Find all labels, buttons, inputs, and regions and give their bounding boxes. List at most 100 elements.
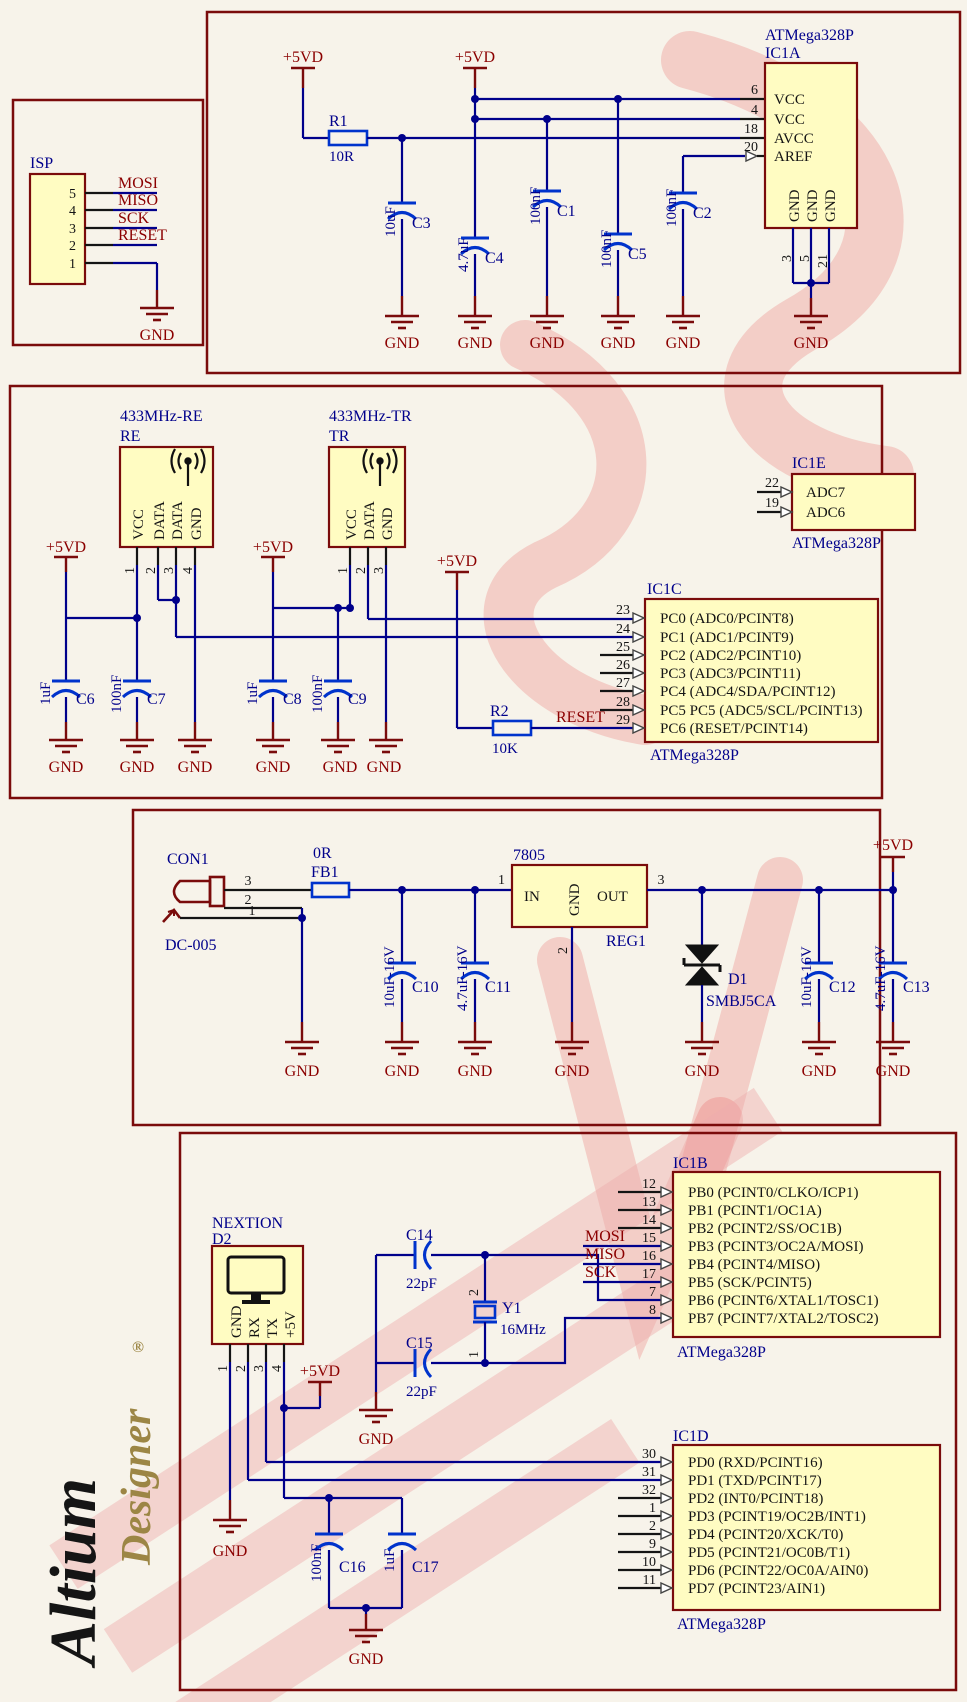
gnd-label: GND — [349, 1651, 384, 1668]
io-section: NEXTION D2 GND RX TX +5V 1 2 3 4 GND +5V… — [210, 1155, 942, 1668]
fb1-ref: FB1 — [311, 864, 339, 881]
pin-number: 15 — [642, 1231, 656, 1246]
tvs-diode-d1 — [682, 944, 722, 986]
pin-name: PC6 (RESET/PCINT14) — [660, 721, 808, 737]
pin-name: PC5 PC5 (ADC5/SCL/PCINT13) — [660, 703, 863, 719]
pin-number: 3 — [780, 255, 795, 262]
reg-body — [510, 863, 649, 929]
pin-name: TX — [265, 1318, 281, 1338]
isp-section-border — [11, 98, 205, 347]
net-label-miso: MISO — [585, 1246, 625, 1263]
c1-value: 100nF — [528, 187, 544, 225]
pin-name: OUT — [597, 889, 628, 905]
pin-number: 1 — [216, 1365, 231, 1372]
ic1c-part: ATMega328P — [650, 747, 739, 764]
pin-name: PC2 (ADC2/PCINT10) — [660, 648, 801, 664]
isp-pin-number: 2 — [69, 239, 76, 254]
pin-number: 13 — [642, 1195, 656, 1210]
antenna-icon — [170, 448, 206, 486]
power-net-label: +5VD — [437, 553, 477, 570]
pin-number: 18 — [744, 122, 758, 137]
pin-number: 8 — [649, 1303, 656, 1318]
tr-title: 433MHz-TR — [329, 408, 412, 425]
pin-name: PC4 (ADC4/SDA/PCINT12) — [660, 684, 835, 700]
ic1b-body — [671, 1170, 942, 1339]
gnd-label: GND — [323, 759, 358, 776]
crystal-y1 — [473, 1255, 497, 1363]
c15-value: 22pF — [406, 1384, 437, 1400]
c4-ref: C4 — [485, 250, 504, 267]
pin-name: GND — [805, 189, 821, 222]
c10-ref: C10 — [412, 979, 439, 996]
pin-name: PD5 (PCINT21/OC0B/T1) — [688, 1545, 850, 1561]
pin-number: 9 — [649, 1537, 656, 1552]
ic1d-body — [671, 1443, 942, 1612]
pin-number: 16 — [642, 1249, 656, 1264]
gnd-label: GND — [120, 759, 155, 776]
pin-number: 2 — [245, 893, 252, 908]
mcu-power-section-border — [205, 10, 962, 375]
pin-name: PD0 (RXD/PCINT16) — [688, 1455, 823, 1471]
pin-name: PB4 (PCINT4/MISO) — [688, 1257, 820, 1273]
dc-jack-icon — [162, 875, 226, 923]
c9-value: 100nF — [310, 675, 326, 713]
pin-name: GND — [823, 189, 839, 222]
ic1b-part: ATMega328P — [677, 1344, 766, 1361]
c14-ref: C14 — [406, 1227, 433, 1244]
pin-number: 3 — [252, 1365, 267, 1372]
c9-ref: C9 — [348, 691, 367, 708]
pin-number: 1 — [649, 1501, 656, 1516]
c6-ref: C6 — [76, 691, 95, 708]
pin-number: 22 — [765, 476, 779, 491]
gnd-label: GND — [530, 335, 565, 352]
con1-part: DC-005 — [165, 937, 217, 954]
gnd-label: GND — [876, 1063, 911, 1080]
ic1d-part: ATMega328P — [677, 1616, 766, 1633]
mcu-power-section: +5VD R1 10R +5VD C3 10uF C4 4.7uF C1 100… — [283, 27, 859, 352]
isp-pin-number: 1 — [69, 257, 76, 272]
re-title: 433MHz-RE — [120, 408, 203, 425]
r1-ref: R1 — [329, 113, 348, 130]
logo-brand: Altium — [37, 1478, 110, 1669]
pin-name: GND — [380, 507, 396, 540]
c14-value: 22pF — [406, 1276, 437, 1292]
ic1e-body — [790, 472, 917, 532]
gnd-label: GND — [140, 327, 175, 344]
c17-ref: C17 — [412, 1559, 439, 1576]
pin-number: 20 — [744, 140, 758, 155]
pin-name: AVCC — [774, 131, 814, 147]
radio-section-border — [8, 384, 884, 800]
gnd-label: GND — [385, 335, 420, 352]
pin-name: GND — [189, 507, 205, 540]
ic1d-ref: IC1D — [673, 1428, 709, 1445]
pin-name: PB2 (PCINT2/SS/OC1B) — [688, 1221, 842, 1237]
pin-name: PD7 (PCINT23/AIN1) — [688, 1581, 825, 1597]
net-label-sck: SCK — [118, 210, 150, 227]
gnd-label: GND — [49, 759, 84, 776]
pin-number: 6 — [751, 83, 758, 98]
power-net-label: +5VD — [300, 1363, 340, 1380]
net-label-mosi: MOSI — [585, 1228, 625, 1245]
pin-name: PB1 (PCINT1/OC1A) — [688, 1203, 822, 1219]
pin-name: GND — [229, 1305, 245, 1338]
net-label-mosi: MOSI — [118, 175, 158, 192]
capacitor-c14 — [413, 1239, 433, 1271]
pin-number: 19 — [765, 496, 779, 511]
pin-name: PB3 (PCINT3/OC2A/MOSI) — [688, 1239, 863, 1255]
isp-connector: ISP 5 4 3 2 1 MOSI MISO SCK RESET GND — [28, 155, 176, 344]
gnd-label: GND — [213, 1543, 248, 1560]
radio-section: 433MHz-RE RE VCC DATA DATA GND 1 2 3 4 +… — [38, 408, 917, 776]
pin-name: VCC — [774, 112, 805, 128]
c4-value: 4.7uF — [456, 237, 472, 272]
pin-number: 2 — [354, 567, 369, 574]
net-label-sck: SCK — [585, 1264, 617, 1281]
pin-name: PB5 (SCK/PCINT5) — [688, 1275, 812, 1291]
ic1a-body — [763, 61, 859, 230]
c8-value: 1uF — [245, 682, 261, 705]
c3-value: 10uF — [383, 206, 399, 237]
logo-registered-mark: ® — [132, 1339, 144, 1356]
io-section-border — [178, 1131, 958, 1692]
pin-number: 4 — [181, 567, 196, 574]
ic1e-part: ATMega328P — [792, 535, 881, 552]
pin-number: 24 — [616, 622, 630, 637]
